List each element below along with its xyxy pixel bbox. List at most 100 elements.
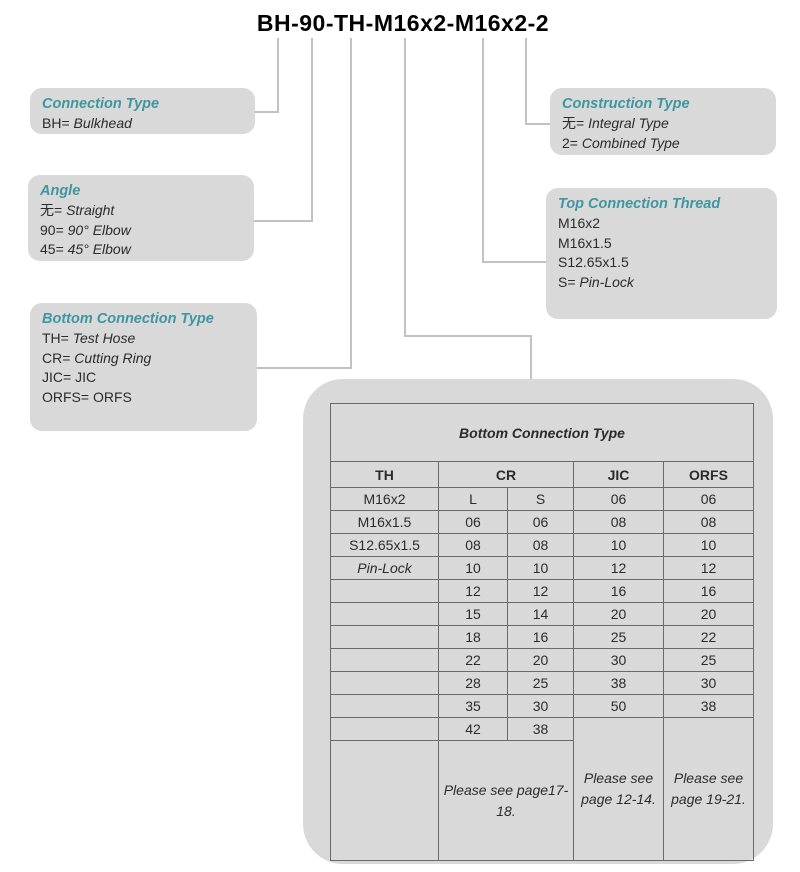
connector-line-construction-v [525, 38, 527, 125]
value-cell: 20 [573, 602, 664, 626]
th-cell [330, 740, 439, 861]
legend-entry: BH= Bulkhead [42, 115, 132, 131]
callout-construction-type: Construction Type 无= Integral Type 2= Com… [550, 88, 776, 155]
value-cell: 25 [507, 671, 574, 695]
table-note-row: Please see page17-18. [330, 740, 754, 861]
connector-line-table-v2 [530, 335, 532, 382]
value-cell: 22 [438, 648, 508, 672]
callout-connection-type: Connection Type BH= Bulkhead [30, 88, 255, 134]
callout-heading: Top Connection Thread [558, 196, 721, 212]
th-cell [330, 625, 439, 649]
value-cell: 14 [507, 602, 574, 626]
value-cell: 38 [663, 694, 754, 718]
note-cr: Please see page17-18. [438, 740, 574, 861]
value-cell: 30 [573, 648, 664, 672]
callout-heading: Connection Type [42, 96, 160, 112]
th-cell: M16x2 [330, 487, 439, 511]
value-cell: 16 [573, 579, 664, 603]
note-jic: Please see page 12-14. [573, 717, 664, 861]
value-cell: 12 [507, 579, 574, 603]
value-cell: 10 [573, 533, 664, 557]
legend-entry: M16x1.5 [558, 234, 612, 251]
th-cell [330, 648, 439, 672]
value-cell: 50 [573, 694, 664, 718]
column-header-th: TH [330, 461, 439, 488]
column-header-orfs: ORFS [663, 461, 754, 488]
value-cell: 12 [573, 556, 664, 580]
value-cell: 06 [438, 510, 508, 534]
legend-entry: S12.65x1.5 [558, 254, 629, 270]
callout-entries: 无= Integral Type 2= Combined Type [562, 114, 764, 153]
callout-heading: Construction Type [562, 96, 690, 112]
value-cell: 10 [507, 556, 574, 580]
legend-entry: 45= 45° Elbow [40, 241, 131, 257]
value-cell: 08 [438, 533, 508, 557]
column-header-jic: JIC [573, 461, 664, 488]
value-cell: 06 [507, 510, 574, 534]
legend-entry: CR= Cutting Ring [42, 349, 152, 366]
th-cell [330, 579, 439, 603]
legend-entry: JIC= JIC [42, 369, 97, 385]
value-cell: 08 [573, 510, 664, 534]
table-header-row: TH CR JIC ORFS [330, 461, 754, 488]
value-cell: 12 [438, 579, 508, 603]
bottom-connection-table: Bottom Connection Type TH CR JIC ORFS M1… [330, 403, 754, 861]
connector-line-bottom-h [257, 367, 352, 369]
legend-entry: ORFS= ORFS [42, 388, 132, 405]
th-cell [330, 717, 439, 741]
value-cell: 08 [507, 533, 574, 557]
value-cell: 12 [663, 556, 754, 580]
value-cell: 35 [438, 694, 508, 718]
value-cell: 30 [663, 671, 754, 695]
legend-entry: 无= Integral Type [562, 115, 669, 131]
value-cell: 38 [507, 717, 574, 741]
legend-entry: TH= Test Hose [42, 330, 136, 346]
value-cell: 10 [663, 533, 754, 557]
callout-entries: BH= Bulkhead [42, 114, 243, 134]
value-cell: 30 [507, 694, 574, 718]
value-cell: 06 [663, 487, 754, 511]
th-cell [330, 602, 439, 626]
legend-entry: 2= Combined Type [562, 134, 680, 151]
legend-entry: 无= Straight [40, 202, 115, 218]
value-cell: 28 [438, 671, 508, 695]
value-cell: 16 [663, 579, 754, 603]
connector-line-table-v1 [404, 38, 406, 337]
value-cell: 06 [573, 487, 664, 511]
connector-line-construction-h [525, 123, 558, 125]
th-cell [330, 671, 439, 695]
table-title-row: Bottom Connection Type [330, 403, 754, 462]
value-cell: 22 [663, 625, 754, 649]
value-cell: 15 [438, 602, 508, 626]
column-header-cr: CR [438, 461, 574, 488]
connector-line-topthread-h [482, 261, 548, 263]
value-cell: 25 [663, 648, 754, 672]
table-title: Bottom Connection Type [330, 403, 754, 462]
connector-line-bh-h [255, 111, 279, 113]
legend-entry: M16x2 [558, 215, 601, 231]
callout-heading: Bottom Connection Type [42, 311, 214, 327]
value-cell: 42 [438, 717, 508, 741]
value-cell: 25 [573, 625, 664, 649]
connector-line-table-h [404, 335, 532, 337]
value-cell: 18 [438, 625, 508, 649]
th-cell: Pin-Lock [330, 556, 439, 580]
connector-line-angle-h [253, 220, 313, 222]
